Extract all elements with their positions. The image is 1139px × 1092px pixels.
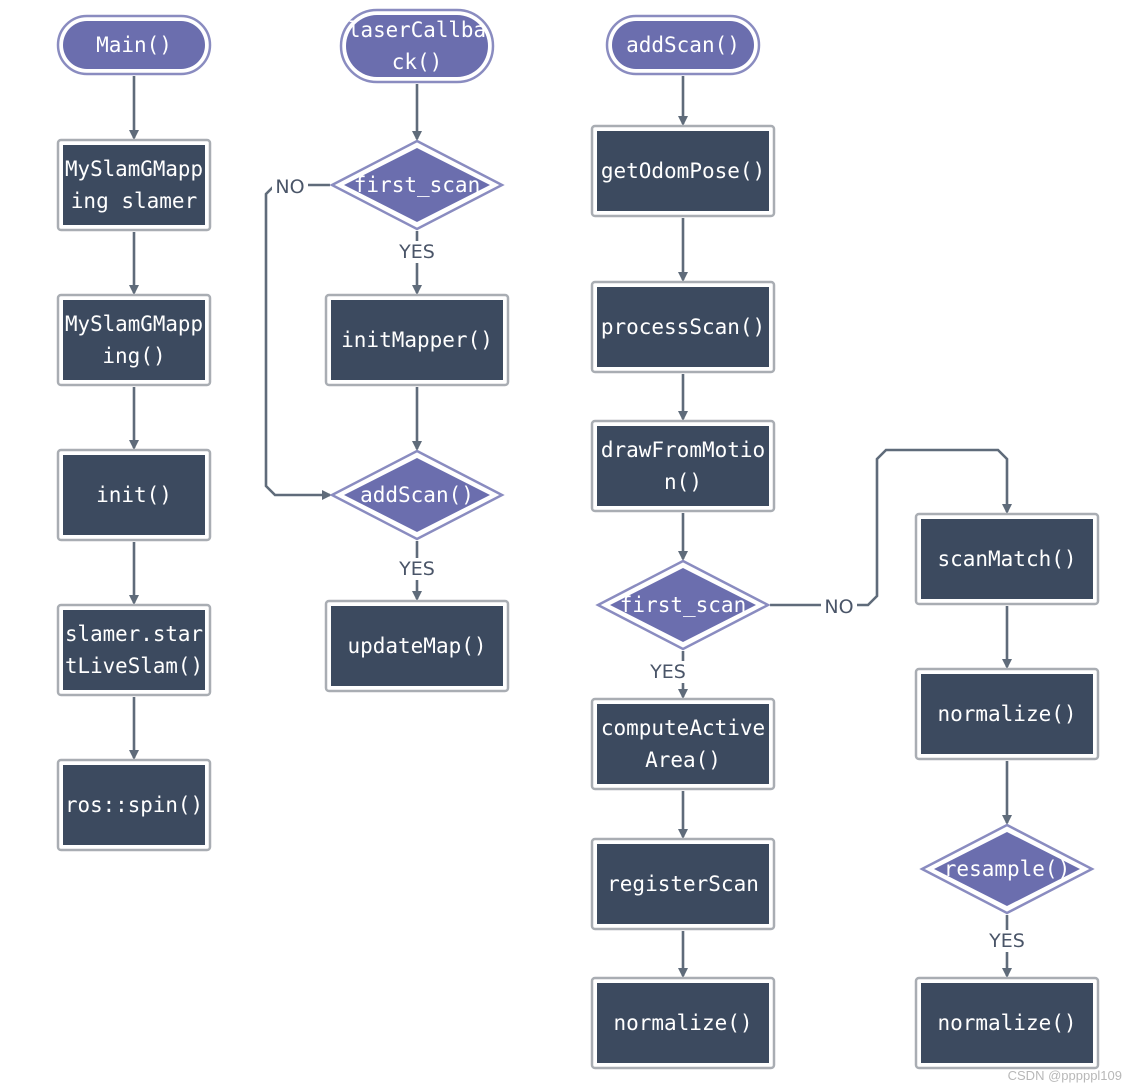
node-init-mapper[interactable]: initMapper() xyxy=(324,293,510,387)
node-label: updateMap() xyxy=(347,634,486,658)
decision-diamond xyxy=(344,458,490,532)
process-box xyxy=(597,131,769,211)
edge-label-background xyxy=(399,558,435,580)
node-myslam-ctor[interactable]: MySlamGMapp ing() xyxy=(56,293,212,387)
terminal-shape xyxy=(63,21,205,69)
process-box xyxy=(597,287,769,367)
node-update-map[interactable]: updateMap() xyxy=(324,599,510,693)
process-box xyxy=(597,983,769,1063)
node-label: computeActive xyxy=(601,716,765,740)
node-label: scanMatch() xyxy=(937,547,1076,571)
node-label: slamer.star xyxy=(65,622,203,646)
node-label: init() xyxy=(96,483,172,507)
node-label: ing() xyxy=(102,344,165,368)
node-normalize-2[interactable]: normalize() xyxy=(914,667,1100,761)
node-label: registerScan xyxy=(607,872,759,896)
node-first-scan-1[interactable]: first_scan xyxy=(329,139,505,231)
node-label: Area() xyxy=(645,748,721,772)
terminal-shape xyxy=(346,15,488,77)
decision-diamond xyxy=(934,832,1080,906)
node-scan-match[interactable]: scanMatch() xyxy=(914,512,1100,606)
node-normalize-1[interactable]: normalize() xyxy=(590,976,776,1070)
node-get-odom-pose[interactable]: getOdomPose() xyxy=(590,124,776,218)
node-label: normalize() xyxy=(613,1011,752,1035)
process-box xyxy=(63,610,205,690)
process-box xyxy=(63,455,205,535)
node-first-scan-2[interactable]: first_scan xyxy=(595,559,771,651)
edge-first-scan-2-to-scan-match xyxy=(770,448,1012,607)
edge-label-first-scan-2-to-compute-active-area: YES xyxy=(649,661,686,683)
process-box xyxy=(597,704,769,784)
node-register-scan[interactable]: registerScan xyxy=(590,837,776,931)
process-box xyxy=(331,606,503,686)
node-init[interactable]: init() xyxy=(56,448,212,542)
node-label: normalize() xyxy=(937,702,1076,726)
edge-label-first-scan-1-to-init-mapper: YES xyxy=(398,241,435,263)
node-main[interactable]: Main() xyxy=(56,14,212,76)
process-box xyxy=(921,519,1093,599)
node-label: first_scan xyxy=(620,593,746,617)
process-box xyxy=(597,426,769,506)
node-label: n() xyxy=(664,470,702,494)
edge-label-first-scan-1-to-add-scan-decision: NO xyxy=(275,176,304,198)
node-process-scan[interactable]: processScan() xyxy=(590,280,776,374)
process-box xyxy=(331,300,503,380)
node-draw-from-motion[interactable]: drawFromMotio n() xyxy=(590,419,776,513)
node-label: processScan() xyxy=(601,315,765,339)
edge-label-background xyxy=(989,930,1025,952)
process-box xyxy=(597,844,769,924)
edge-label-background xyxy=(821,596,857,618)
node-label: normalize() xyxy=(937,1011,1076,1035)
node-resample[interactable]: resample() xyxy=(919,823,1095,915)
node-label: addScan() xyxy=(360,483,474,507)
edge-label-background xyxy=(399,241,435,263)
edge-label-add-scan-decision-to-update-map: YES xyxy=(398,558,435,580)
node-start-live-slam[interactable]: slamer.star tLiveSlam() xyxy=(56,603,212,697)
node-label: initMapper() xyxy=(341,328,493,352)
edge-first-scan-1-to-add-scan-decision xyxy=(264,183,332,500)
node-ros-spin[interactable]: ros::spin() xyxy=(56,758,212,852)
decision-diamond xyxy=(610,568,756,642)
node-label: MySlamGMapp xyxy=(65,312,203,336)
process-box xyxy=(63,300,205,380)
node-label: getOdomPose() xyxy=(601,159,765,183)
edge-label-resample-to-normalize-3: YES xyxy=(988,930,1025,952)
node-label: addScan() xyxy=(626,33,740,57)
node-label: resample() xyxy=(944,857,1070,881)
terminal-shape xyxy=(612,21,754,69)
edge-label-background xyxy=(650,661,686,683)
node-label: laserCallba xyxy=(348,18,486,42)
process-box xyxy=(63,765,205,845)
node-label: Main() xyxy=(96,33,172,57)
watermark-text: CSDN @pppppl109 xyxy=(1008,1068,1122,1083)
decision-diamond xyxy=(344,148,490,222)
node-add-scan-decision[interactable]: addScan() xyxy=(329,449,505,541)
node-label: MySlamGMapp xyxy=(65,157,203,181)
node-label: ing slamer xyxy=(71,189,197,213)
node-add-scan-start[interactable]: addScan() xyxy=(605,14,761,76)
edge-label-first-scan-2-to-scan-match: NO xyxy=(824,596,853,618)
process-box xyxy=(63,145,205,225)
node-label: drawFromMotio xyxy=(601,438,765,462)
node-normalize-3[interactable]: normalize() xyxy=(914,976,1100,1070)
node-label: ck() xyxy=(392,50,443,74)
node-label: tLiveSlam() xyxy=(65,654,203,678)
node-label: first_scan xyxy=(354,173,480,197)
node-laser-callback[interactable]: laserCallba ck() xyxy=(339,8,495,84)
node-label: ros::spin() xyxy=(65,793,203,817)
edge-label-background xyxy=(272,176,308,198)
node-myslam-decl[interactable]: MySlamGMapp ing slamer xyxy=(56,138,212,232)
process-box xyxy=(921,983,1093,1063)
process-box xyxy=(921,674,1093,754)
